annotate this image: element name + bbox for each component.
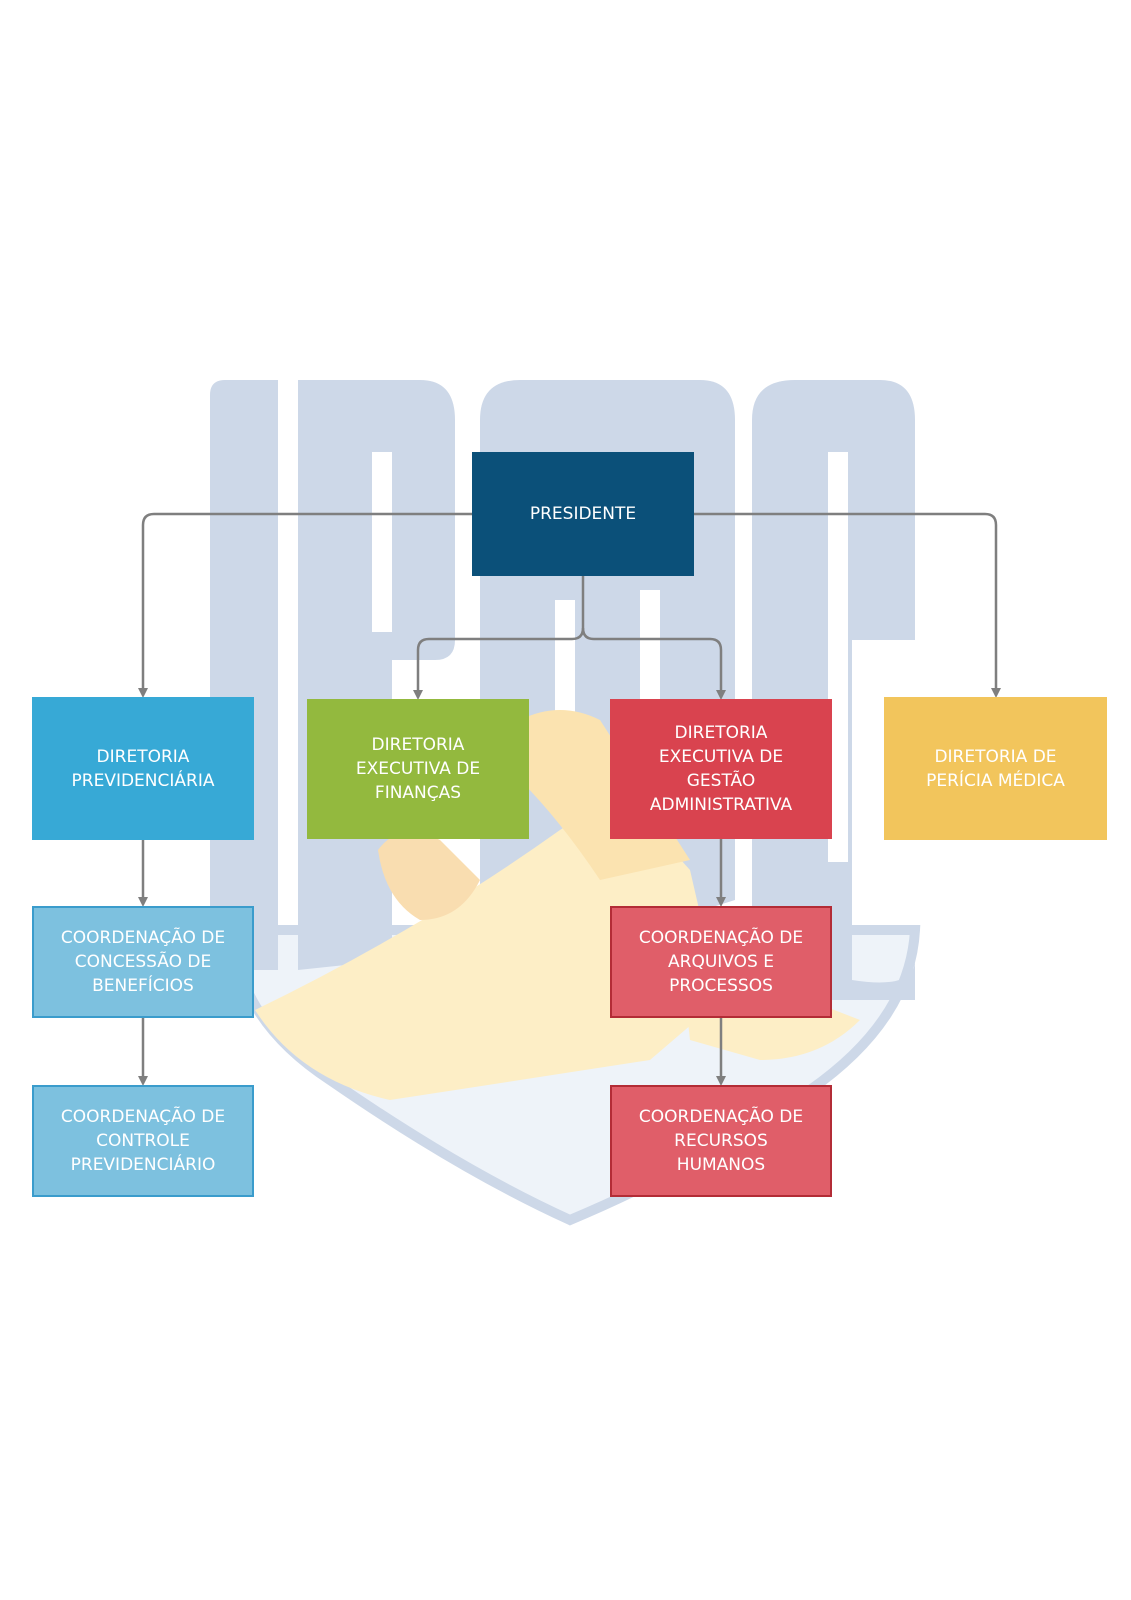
diretoria-financas-box: DIRETORIA EXECUTIVA DE FINANÇAS [307, 699, 529, 839]
connector-presidente-financas [413, 576, 585, 700]
diretoria-previdenciaria-box: DIRETORIA PREVIDENCIÁRIA [32, 697, 254, 840]
connector-presidente-previdenciaria [138, 512, 472, 698]
coord-rh-label: COORDENAÇÃO DE RECURSOS HUMANOS [638, 1107, 804, 1175]
coord-concessao-label: COORDENAÇÃO DE CONCESSÃO DE BENEFÍCIOS [60, 928, 226, 996]
presidente-label: PRESIDENTE [529, 504, 637, 524]
diretoria-pericia-label: DIRETORIA DE PERÍCIA MÉDICA [926, 746, 1065, 791]
diretoria-financas-label: DIRETORIA EXECUTIVA DE FINANÇAS [355, 735, 481, 803]
diretoria-previdenciaria-label: DIRETORIA PREVIDENCIÁRIA [71, 746, 215, 791]
coord-arquivos-box: COORDENAÇÃO DE ARQUIVOS E PROCESSOS [610, 906, 832, 1018]
diretoria-pericia-box: DIRETORIA DE PERÍCIA MÉDICA [884, 697, 1107, 840]
presidente-box: PRESIDENTE [472, 452, 694, 576]
coord-concessao-box: COORDENAÇÃO DE CONCESSÃO DE BENEFÍCIOS [32, 906, 254, 1018]
connector-presidente-pericia [694, 512, 1001, 698]
coord-controle-label: COORDENAÇÃO DE CONTROLE PREVIDENCIÁRIO [60, 1107, 226, 1175]
coord-arquivos-label: COORDENAÇÃO DE ARQUIVOS E PROCESSOS [638, 928, 804, 996]
diretoria-gestao-box: DIRETORIA EXECUTIVA DE GESTÃO ADMINISTRA… [610, 699, 832, 839]
coord-rh-box: COORDENAÇÃO DE RECURSOS HUMANOS [610, 1085, 832, 1197]
connector-presidente-gestao [581, 627, 726, 700]
diretoria-gestao-label: DIRETORIA EXECUTIVA DE GESTÃO ADMINISTRA… [649, 723, 793, 815]
coord-controle-box: COORDENAÇÃO DE CONTROLE PREVIDENCIÁRIO [32, 1085, 254, 1197]
